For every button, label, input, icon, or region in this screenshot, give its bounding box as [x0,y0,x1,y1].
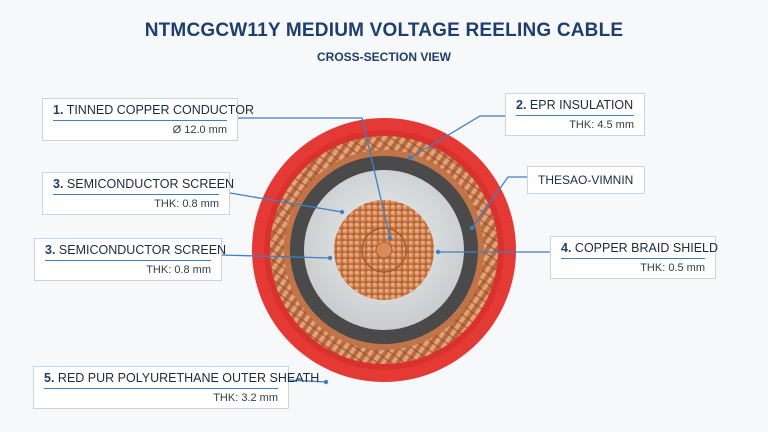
callout-screen-upper-value: THK: 0.8 mm [154,198,219,210]
callout-sheath-number: 5. [44,371,55,385]
leader-line-screen-lower [221,254,331,259]
page-title: NTMCGCW11Y MEDIUM VOLTAGE REELING CABLE [144,20,624,41]
callout-screen-upper: 3. SEMICONDUCTOR SCREEN THK: 0.8 mm [42,172,234,215]
callout-insulation-number: 2. [516,98,527,112]
callout-sheath-name: RED PUR POLYURETHANE OUTER SHEATH [57,371,320,385]
callout-conductor-name: TINNED COPPER CONDUCTOR [66,103,254,117]
leader-dot-screen-upper [339,209,345,215]
callout-sheath-value: THK: 3.2 mm [213,392,278,404]
leader-dot-sheath [323,379,329,385]
leader-dot-conductor [387,235,393,241]
callout-braid-value: THK: 0.5 mm [640,262,705,274]
callout-screen-upper-name: SEMICONDUCTOR SCREEN [66,177,235,191]
page-subtitle: CROSS-SECTION VIEW [316,50,451,64]
callout-braid: 4. COPPER BRAID SHIELD THK: 0.5 mm [550,236,719,279]
callout-insulation-name: EPR INSULATION [529,98,634,112]
callout-braid-name: COPPER BRAID SHIELD [574,241,719,255]
callout-garbled: THESAO-VIMNIN [527,166,645,194]
conductor-core-ring [361,227,407,273]
callout-screen-lower-value: THK: 0.8 mm [146,264,211,276]
leader-dot-screen-lower [327,255,333,261]
conductor-core-center [375,241,393,259]
leader-line-sheath [288,379,327,383]
callout-screen-lower-number: 3. [45,243,56,257]
callout-screen-lower-name: SEMICONDUCTOR SCREEN [58,243,227,257]
callout-conductor-number: 1. [53,103,64,117]
callout-sheath: 5. RED PUR POLYURETHANE OUTER SHEATH THK… [33,366,319,409]
callout-braid-number: 4. [561,241,572,255]
leader-line-conductor [238,117,391,239]
callout-conductor-value: Ø 12.0 mm [172,124,227,136]
callout-conductor: 1. TINNED COPPER CONDUCTOR Ø 12.0 mm [42,98,254,141]
callout-insulation-value: THK: 4.5 mm [569,119,634,131]
leader-line-garbled [471,176,527,229]
leader-dot-insulation [407,155,413,161]
callout-insulation: 2. EPR INSULATION THK: 4.5 mm [505,93,645,136]
callout-screen-lower: 3. SEMICONDUCTOR SCREEN THK: 0.8 mm [34,238,226,281]
leader-dot-garbled [469,225,475,231]
callout-garbled-name: THESAO-VIMNIN [538,173,634,187]
leader-line-screen-upper [229,192,343,213]
leader-line-insulation [409,115,505,159]
callout-screen-upper-number: 3. [53,177,64,191]
leader-dot-braid [435,249,441,255]
